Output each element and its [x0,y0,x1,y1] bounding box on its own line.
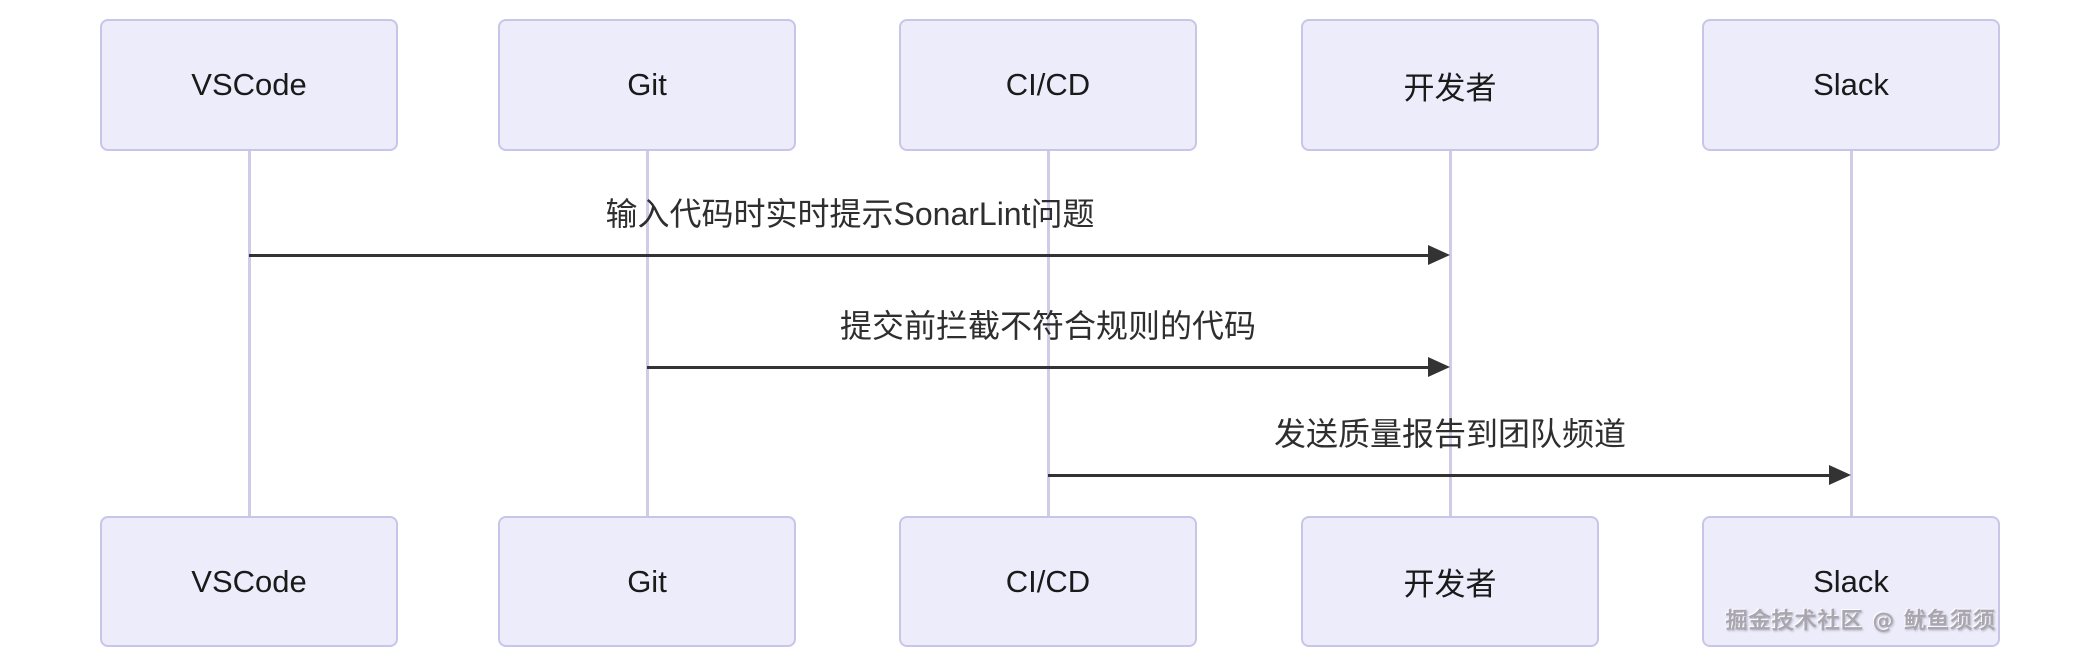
actor-bottom-cicd: CI/CD [899,516,1197,647]
lifeline-vscode [248,151,251,516]
actor-label: Slack [1813,67,1889,102]
message-2-label: 提交前拦截不符合规则的代码 [839,308,1257,344]
message-3-arrowhead-icon [1829,465,1851,485]
actor-top-cicd: CI/CD [899,19,1197,151]
message-1-line [249,254,1428,257]
actor-label: 开发者 [1403,70,1497,106]
actor-top-git: Git [498,19,796,151]
actor-label: VSCode [191,563,307,599]
message-2-arrowhead-icon [1428,357,1450,377]
actor-label: VSCode [191,67,307,102]
lifeline-slack [1850,151,1853,516]
actor-top-developer: 开发者 [1301,19,1599,151]
actor-bottom-vscode: VSCode [100,516,398,647]
lifeline-git [646,151,649,516]
lifeline-cicd [1047,151,1050,516]
message-1-arrowhead-icon [1428,245,1450,265]
message-3-label: 发送质量报告到团队频道 [1273,416,1627,452]
actor-bottom-git: Git [498,516,796,647]
message-2-line [647,366,1428,369]
lifeline-developer [1449,151,1452,516]
actor-label: CI/CD [1005,563,1091,599]
actor-label: Slack [1813,563,1889,599]
actor-bottom-slack: Slack [1702,516,2000,647]
actor-label: 开发者 [1403,567,1497,602]
actor-label: CI/CD [1005,67,1091,102]
actor-top-slack: Slack [1702,19,2000,151]
message-3-line [1048,474,1829,477]
actor-top-vscode: VSCode [100,19,398,151]
actor-bottom-developer: 开发者 [1301,516,1599,647]
actor-label: Git [627,563,667,599]
actor-label: Git [627,67,667,102]
watermark: 掘金技术社区 @ 鱿鱼须须 [1725,609,1996,634]
message-1-label: 输入代码时实时提示SonarLint问题 [605,196,1095,232]
